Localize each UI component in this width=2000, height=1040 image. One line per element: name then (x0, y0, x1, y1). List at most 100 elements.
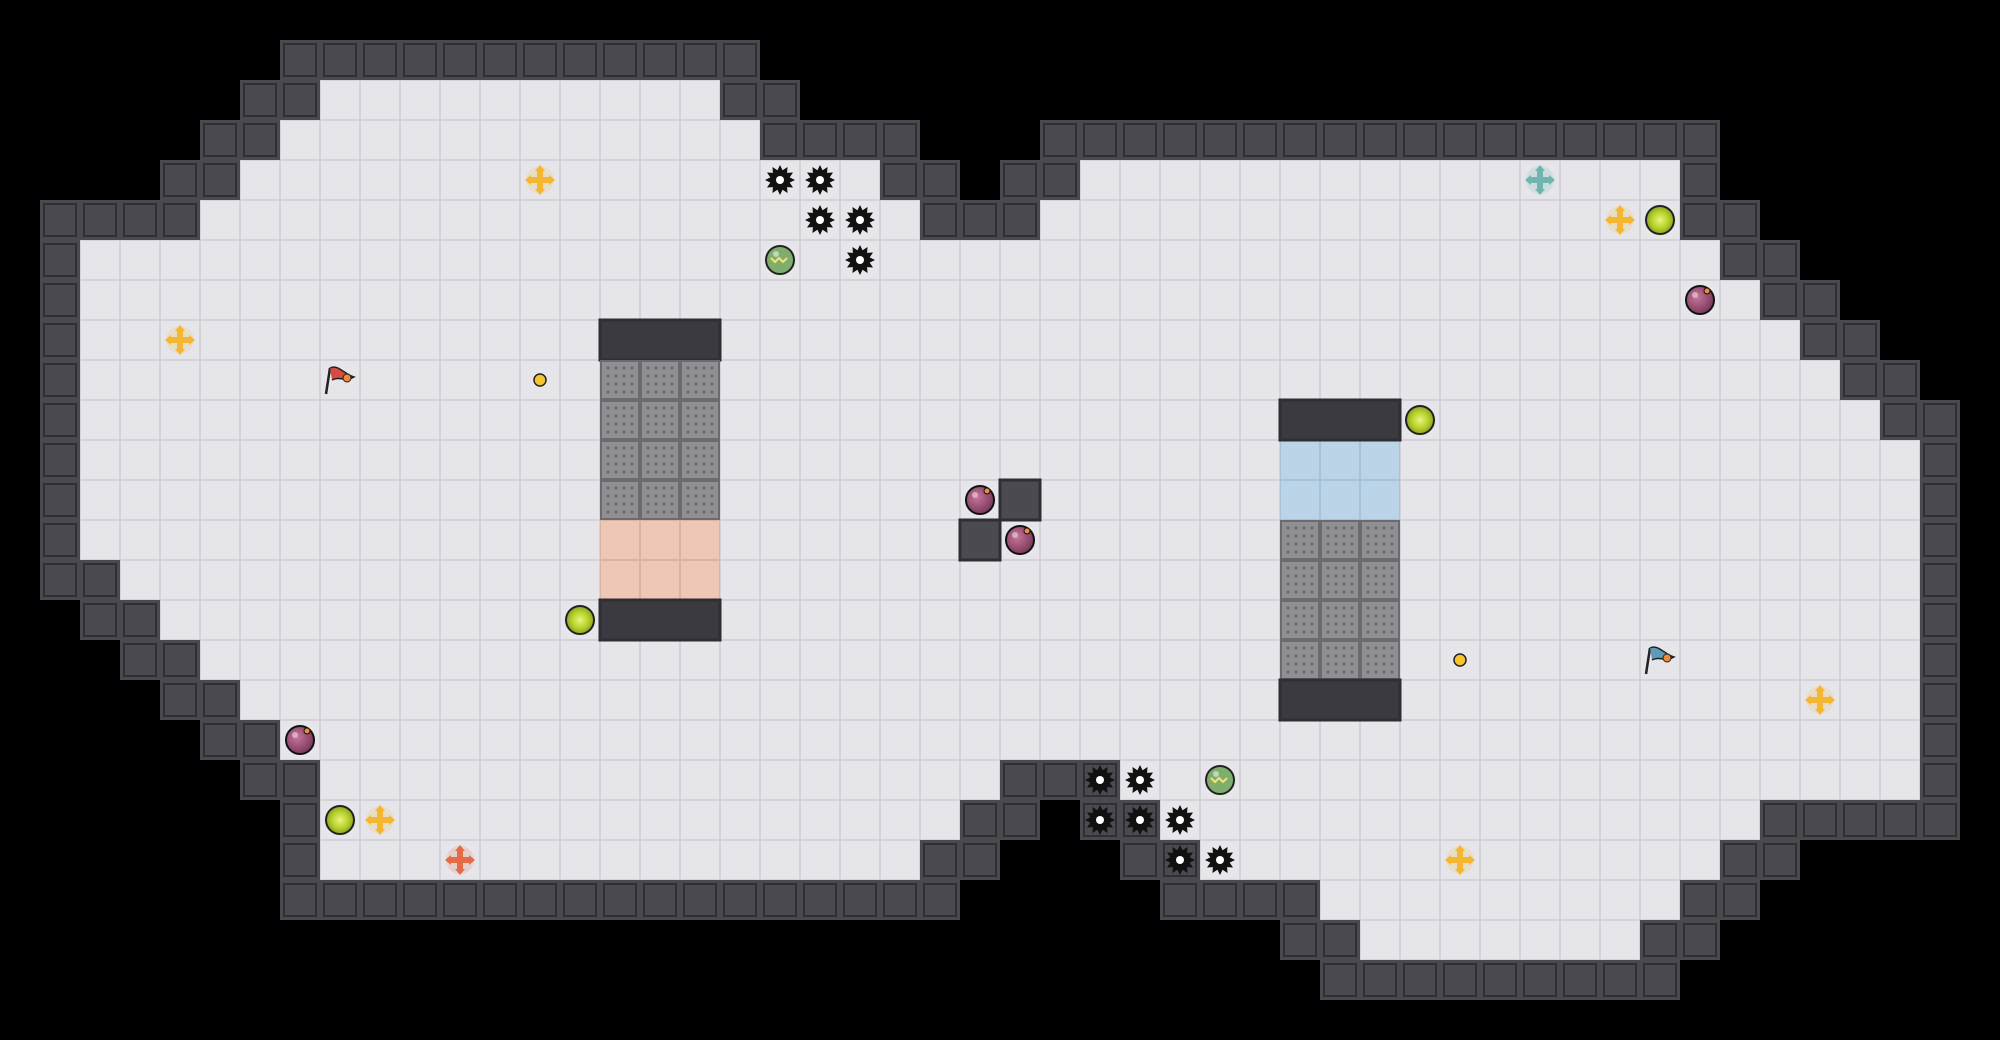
floor-tile (1160, 520, 1200, 560)
floor-tile (1080, 720, 1120, 760)
floor-grid-cell (840, 800, 880, 840)
floor-tile (640, 120, 680, 160)
floor-grid-cell (1440, 560, 1480, 600)
floor-grid-cell (1880, 760, 1920, 800)
floor-tile (1120, 640, 1160, 680)
wall-tile (1920, 640, 1960, 680)
floor-tile (1880, 600, 1920, 640)
floor-tile (1720, 560, 1760, 600)
floor-grid-cell (1760, 560, 1800, 600)
floor-grid-cell (1640, 160, 1680, 200)
floor-grid-cell (1880, 440, 1920, 480)
floor-grid-cell (360, 560, 400, 600)
floor-grid-cell (1640, 800, 1680, 840)
floor-grid-cell (1520, 280, 1560, 320)
floor-tile (1200, 680, 1240, 720)
floor-grid-cell (1000, 720, 1040, 760)
floor-tile (920, 480, 960, 520)
wall-tile-edge (403, 43, 437, 77)
floor-tile (1200, 240, 1240, 280)
floor-tile (560, 320, 600, 360)
wall-tile (240, 120, 280, 160)
floor-grid-cell (1680, 640, 1720, 680)
floor-tile (1040, 400, 1080, 440)
floor-tile (1800, 640, 1840, 680)
floor-grid-cell (1520, 600, 1560, 640)
floor-tile (640, 680, 680, 720)
floor-tile (640, 160, 680, 200)
floor-grid-cell (480, 760, 520, 800)
floor-tile (1320, 280, 1360, 320)
floor-grid-cell (1640, 320, 1680, 360)
floor-tile (1000, 400, 1040, 440)
floor-grid-cell (880, 600, 920, 640)
floor-tile (600, 640, 640, 680)
floor-grid-cell (880, 520, 920, 560)
floor-tile (1120, 320, 1160, 360)
floor-tile (760, 400, 800, 440)
wall-tile (360, 40, 400, 80)
wall-tile-edge (1323, 923, 1357, 957)
floor-tile (1360, 760, 1400, 800)
wall-tile-edge (1723, 843, 1757, 877)
floor-grid-cell (920, 360, 960, 400)
floor-grid-cell (1200, 640, 1240, 680)
floor-grid-cell (1040, 680, 1080, 720)
wall-tile-edge (1843, 323, 1877, 357)
floor-grid-cell (1440, 800, 1480, 840)
floor-grid-cell (840, 200, 880, 240)
floor-grid-cell (600, 160, 640, 200)
floor-grid-cell (120, 440, 160, 480)
floor-grid-cell (1320, 320, 1360, 360)
floor-tile (1600, 840, 1640, 880)
team-zones (600, 440, 1400, 600)
wall-tile-edge (843, 123, 877, 157)
wall-tile (200, 120, 240, 160)
floor-tile (1360, 320, 1400, 360)
floor-grid-cell (960, 240, 1000, 280)
floor-tile (1080, 520, 1120, 560)
floor-tile (360, 320, 400, 360)
floor-tile (1360, 280, 1400, 320)
floor-grid-cell (200, 600, 240, 640)
floor-grid-cell (480, 640, 520, 680)
wall-tile (600, 40, 640, 80)
floor-grid-cell (320, 280, 360, 320)
floor-tile (80, 440, 120, 480)
floor-grid-cell (920, 760, 960, 800)
floor-tile (1320, 160, 1360, 200)
wall-tile (1560, 120, 1600, 160)
floor-grid-cell (1200, 480, 1240, 520)
floor-tile (80, 400, 120, 440)
floor-tile (760, 600, 800, 640)
wall-tile-edge (1923, 683, 1957, 717)
floor-tile (520, 120, 560, 160)
wall-tile-edge (443, 883, 477, 917)
floor-grid-cell (1680, 400, 1720, 440)
floor-grid-cell (600, 80, 640, 120)
floor-grid-cell (960, 320, 1000, 360)
floor-grid-cell (840, 600, 880, 640)
floor-tile (1520, 320, 1560, 360)
wall-tile-edge (803, 883, 837, 917)
floor-grid-cell (1760, 720, 1800, 760)
floor-tile (1240, 840, 1280, 880)
floor-tile (1280, 240, 1320, 280)
floor-grid-cell (1240, 440, 1280, 480)
floor-grid-cell (1520, 880, 1560, 920)
floor-grid-cell (1080, 600, 1120, 640)
wall-tile-edge (523, 43, 557, 77)
red-zone-cell (680, 520, 720, 560)
floor-grid-cell (1520, 400, 1560, 440)
floor-tile (1480, 280, 1520, 320)
floor-tile (1240, 640, 1280, 680)
floor-tile (640, 640, 680, 680)
floor-tile (80, 280, 120, 320)
floor-grid-cell (200, 640, 240, 680)
wall-tile-edge (43, 363, 77, 397)
wall-tile (1920, 600, 1960, 640)
floor-tile (1080, 360, 1120, 400)
wall-tile (1520, 960, 1560, 1000)
floor-tile (1560, 480, 1600, 520)
floor-grid-cell (440, 840, 480, 880)
